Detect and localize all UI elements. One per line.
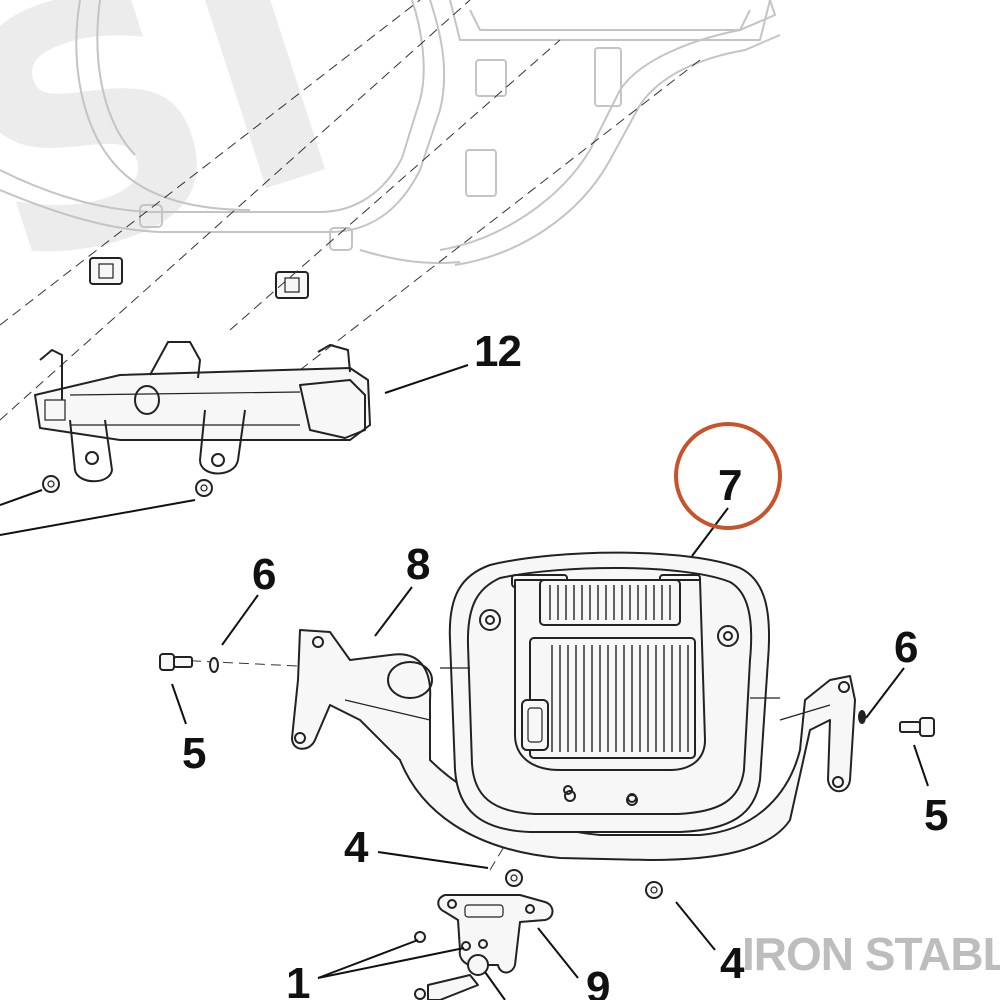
callout-6-left: 6: [252, 550, 275, 599]
fairing-bracket-part-12: [34, 341, 371, 483]
callout-9: 9: [586, 963, 609, 1000]
fairing-ghost-outline: [0, 0, 781, 266]
bolt-right-part-5: [899, 717, 935, 737]
clip-nut-left: [89, 257, 123, 285]
callout-7: 7: [718, 461, 741, 510]
highlight-ring: [674, 422, 782, 530]
screw-right: [195, 479, 213, 497]
clip-nut-right: [275, 271, 309, 299]
mount-bracket-part-8: [291, 629, 856, 861]
callout-4-left: 4: [344, 823, 369, 872]
callout-12: 12: [474, 327, 521, 376]
mounting-plate-part-9: [437, 894, 554, 974]
callout-4-right: 4: [720, 939, 745, 988]
callout-1: 1: [286, 959, 310, 1000]
nut-right-part-4: [645, 881, 663, 899]
leader-lines: [0, 364, 929, 1000]
washer-left-part-6: [209, 657, 219, 673]
watermark-text: IRON STABLE: [742, 928, 1000, 980]
radio-module: [514, 579, 706, 803]
callout-8: 8: [406, 540, 430, 589]
screw-left: [42, 475, 60, 493]
callout-6-right: 6: [894, 623, 917, 672]
callout-5-left: 5: [182, 729, 206, 778]
heat-sink-fins: [549, 585, 689, 752]
washer-right-part-6: [858, 710, 866, 724]
callout-5-right: 5: [924, 791, 948, 840]
nut-left-part-4: [505, 869, 523, 887]
bolt-left-part-5: [159, 653, 193, 671]
background-mark: SI: [0, 0, 378, 345]
